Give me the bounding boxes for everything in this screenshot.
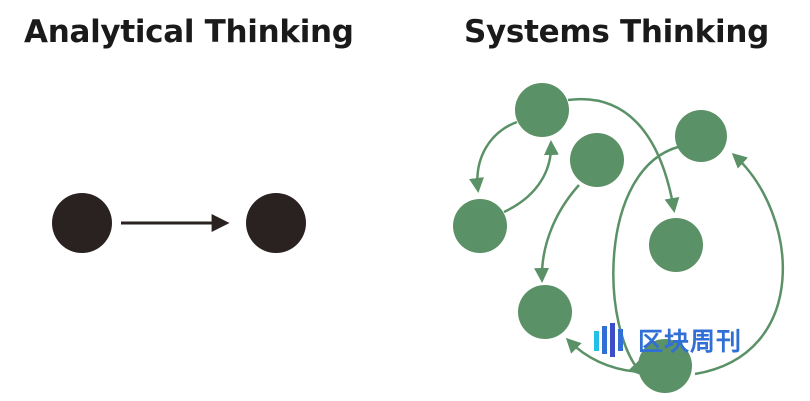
watermark-logo-icon	[594, 323, 623, 357]
analytical-thinking-title: Analytical Thinking	[24, 14, 354, 50]
edge-bottom-to-right	[694, 152, 785, 376]
analytical-diagram	[52, 193, 306, 253]
systems-node-center	[570, 133, 624, 187]
watermark-text: 区块周刊	[638, 327, 743, 356]
systems-node-lower-left	[518, 285, 572, 339]
systems-node-right-middle	[649, 218, 703, 272]
edge-center-to-bottom-loop	[612, 145, 679, 377]
edge-center-to-lower-left	[534, 184, 580, 283]
systems-node-bottom	[638, 339, 692, 393]
systems-edges	[469, 97, 785, 377]
watermark: 区块周刊	[594, 322, 742, 358]
analytical-node-end	[246, 193, 306, 253]
edge-bottom-to-lower-left	[565, 337, 641, 374]
edge-left-to-top	[503, 140, 559, 214]
edge-top-to-left	[469, 120, 518, 193]
systems-node-top-right	[675, 110, 727, 162]
systems-thinking-title: Systems Thinking	[464, 14, 769, 50]
systems-node-top	[515, 83, 569, 137]
systems-nodes	[453, 83, 727, 393]
systems-diagram	[453, 83, 785, 393]
systems-node-left	[453, 199, 507, 253]
edge-top-to-right-middle	[567, 97, 680, 213]
analytical-node-start	[52, 193, 112, 253]
